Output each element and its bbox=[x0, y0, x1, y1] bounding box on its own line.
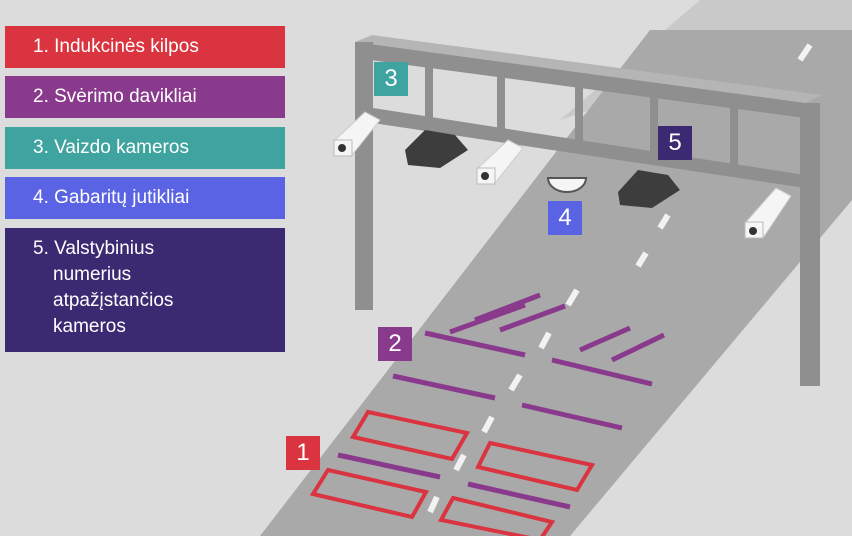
legend-line: 5. Valstybinius bbox=[33, 238, 155, 259]
badge-2: 2 bbox=[378, 327, 412, 361]
dimension-sensor-icon bbox=[546, 177, 588, 193]
gantry bbox=[355, 35, 822, 386]
road bbox=[260, 30, 852, 536]
lane-divider bbox=[427, 43, 813, 514]
legend-line: numerius bbox=[53, 264, 132, 285]
legend-induction-loops: 1. Indukcinės kilpos bbox=[5, 26, 285, 68]
legend-dimension-sensors: 4. Gabaritų jutikliai bbox=[5, 177, 285, 219]
badge-5: 5 bbox=[658, 126, 692, 160]
legend-video-cameras: 3. Vaizdo kameros bbox=[5, 127, 285, 169]
badge-3: 3 bbox=[374, 62, 408, 96]
legend-label: 1. Indukcinės kilpos bbox=[33, 36, 199, 57]
badge-4: 4 bbox=[548, 201, 582, 235]
legend-label: 2. Svėrimo davikliai bbox=[33, 86, 197, 107]
weigh-sensors bbox=[337, 292, 666, 510]
legend-plate-cameras: 5. Valstybinius numerius atpažįstančios … bbox=[5, 228, 285, 352]
plate-camera-icon bbox=[405, 130, 680, 208]
video-camera-icon bbox=[333, 111, 792, 239]
legend-label: 5. Valstybinius numerius atpažįstančios … bbox=[33, 236, 173, 340]
legend-label: 4. Gabaritų jutikliai bbox=[33, 187, 190, 208]
legend-label: 3. Vaizdo kameros bbox=[33, 137, 189, 158]
induction-loops bbox=[309, 409, 596, 536]
badge-1: 1 bbox=[286, 436, 320, 470]
legend-line: atpažįstančios bbox=[53, 290, 174, 311]
legend-line: kameros bbox=[53, 316, 126, 337]
legend-weigh-sensors: 2. Svėrimo davikliai bbox=[5, 76, 285, 118]
